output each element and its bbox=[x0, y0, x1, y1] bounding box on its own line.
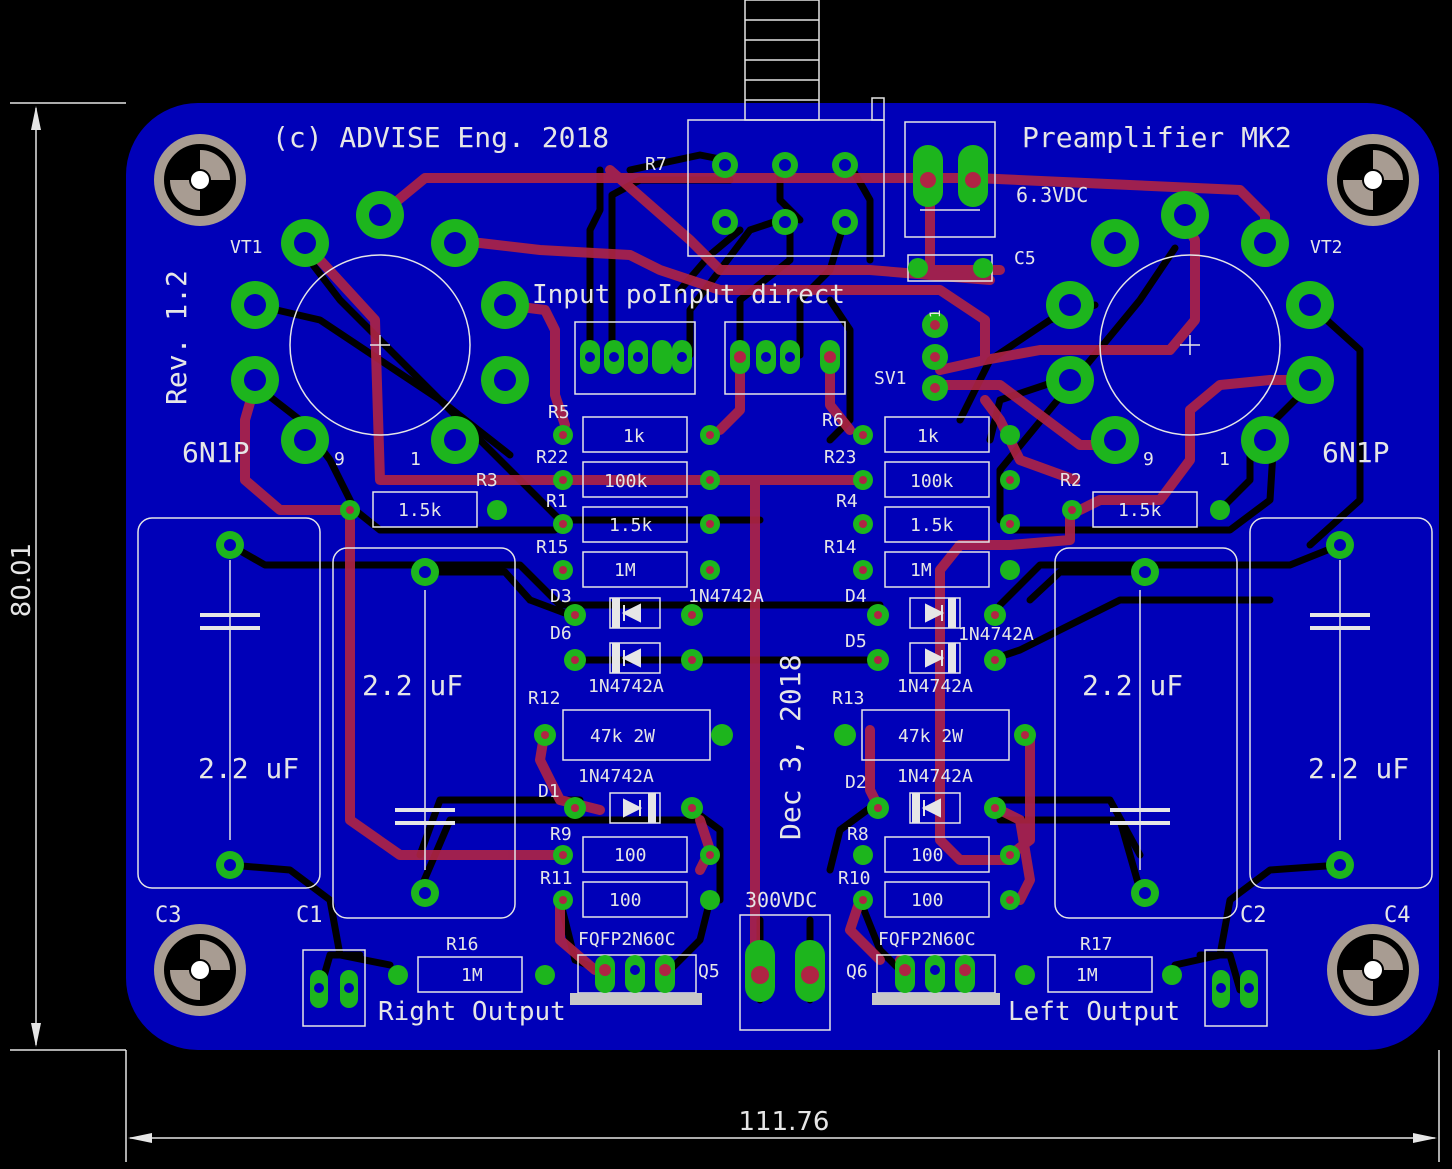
dimension-height-label: 80.01 bbox=[7, 543, 37, 617]
component-pads bbox=[216, 152, 1354, 985]
val-d6: 1N4742A bbox=[588, 676, 664, 697]
header-pads bbox=[310, 145, 1258, 1008]
sv1-pin1: 1 bbox=[928, 310, 944, 318]
ref-c2: C2 bbox=[1240, 903, 1267, 928]
transistor-tabs bbox=[570, 993, 1000, 1005]
tube-pin-9-vt1: 9 bbox=[334, 449, 345, 470]
val-r12: 47k 2W bbox=[590, 726, 655, 747]
dimension-width bbox=[125, 1050, 1440, 1162]
val-r23: 100k bbox=[910, 471, 954, 492]
board-title: Preamplifier MK2 bbox=[1022, 121, 1292, 154]
dimension-width-label: 111.76 bbox=[739, 1107, 830, 1137]
ref-d5: D5 bbox=[845, 631, 867, 652]
val-r3: 1.5k bbox=[398, 500, 442, 521]
ref-r17: R17 bbox=[1080, 934, 1113, 955]
val-c3: 2.2 uF bbox=[198, 752, 299, 785]
val-r8: 100 bbox=[911, 845, 944, 866]
tube-type-vt1: 6N1P bbox=[182, 436, 249, 469]
mount-holes bbox=[154, 134, 1419, 1016]
ref-r5: R5 bbox=[548, 402, 570, 423]
left-output-label: Left Output bbox=[1008, 997, 1180, 1027]
ref-r4: R4 bbox=[836, 491, 858, 512]
ref-d4: D4 bbox=[845, 586, 867, 607]
val-c4: 2.2 uF bbox=[1308, 752, 1409, 785]
ref-r13: R13 bbox=[832, 688, 865, 709]
val-r9: 100 bbox=[614, 845, 647, 866]
ref-r1: R1 bbox=[546, 491, 568, 512]
tube-pads bbox=[231, 191, 1334, 464]
ref-c1: C1 bbox=[296, 903, 323, 928]
val-d5: 1N4742A bbox=[897, 676, 973, 697]
val-r22: 100k bbox=[604, 471, 648, 492]
ref-d6: D6 bbox=[550, 623, 572, 644]
ref-d1: D1 bbox=[538, 781, 560, 802]
hv-supply-label: 300VDC bbox=[745, 888, 817, 912]
ref-r7: R7 bbox=[645, 154, 667, 175]
tube-ref-vt2: VT2 bbox=[1310, 237, 1343, 258]
ref-r23: R23 bbox=[824, 447, 857, 468]
type-q5: FQFP2N60C bbox=[578, 929, 676, 950]
tube-pin-9-vt2: 9 bbox=[1143, 449, 1154, 470]
tube-type-vt2: 6N1P bbox=[1322, 436, 1389, 469]
heater-supply-label: 6.3VDC bbox=[1016, 183, 1088, 207]
ref-d3: D3 bbox=[550, 586, 572, 607]
val-c1: 2.2 uF bbox=[362, 669, 463, 702]
val-r4: 1.5k bbox=[910, 515, 954, 536]
ref-r9: R9 bbox=[550, 824, 572, 845]
type-q6: FQFP2N60C bbox=[878, 929, 976, 950]
val-r6: 1k bbox=[917, 426, 939, 447]
input-select-label: Input poInput direct bbox=[532, 280, 845, 310]
ref-c4: C4 bbox=[1384, 903, 1411, 928]
revision-label: Rev. 1.2 bbox=[160, 270, 193, 405]
val-r1: 1.5k bbox=[609, 515, 653, 536]
date-label: Dec 3, 2018 bbox=[774, 655, 807, 840]
ref-q6: Q6 bbox=[846, 961, 868, 982]
ref-r11: R11 bbox=[540, 868, 573, 889]
tube-pin-1-vt1: 1 bbox=[410, 449, 421, 470]
val-r11: 100 bbox=[609, 890, 642, 911]
val-d1: 1N4742A bbox=[578, 766, 654, 787]
val-r5: 1k bbox=[623, 426, 645, 447]
copyright-label: (c) ADVISE Eng. 2018 bbox=[272, 121, 609, 154]
ref-d2: D2 bbox=[845, 772, 867, 793]
val-r16: 1M bbox=[461, 965, 483, 986]
val-r10: 100 bbox=[911, 890, 944, 911]
ref-r6: R6 bbox=[822, 410, 844, 431]
ref-r15: R15 bbox=[536, 537, 569, 558]
ref-r22: R22 bbox=[536, 447, 569, 468]
val-d2: 1N4742A bbox=[897, 766, 973, 787]
dimension-height bbox=[10, 102, 126, 1051]
ref-c5: C5 bbox=[1014, 248, 1036, 269]
val-r2: 1.5k bbox=[1118, 500, 1162, 521]
ref-r2: R2 bbox=[1060, 470, 1082, 491]
val-r15: 1M bbox=[614, 560, 636, 581]
val-r13: 47k 2W bbox=[898, 726, 963, 747]
ref-r10: R10 bbox=[838, 868, 871, 889]
ref-r12: R12 bbox=[528, 688, 561, 709]
ref-r3: R3 bbox=[476, 470, 498, 491]
right-output-label: Right Output bbox=[378, 997, 566, 1027]
silkscreen-text: (c) ADVISE Eng. 2018 Preamplifier MK2 Re… bbox=[155, 121, 1411, 1027]
tube-pin-1-vt2: 1 bbox=[1219, 449, 1230, 470]
ref-q5: Q5 bbox=[698, 961, 720, 982]
ref-r8: R8 bbox=[847, 824, 869, 845]
val-d4: 1N4742A bbox=[958, 624, 1034, 645]
diode-symbols bbox=[612, 598, 956, 823]
val-d3: 1N4742A bbox=[688, 586, 764, 607]
ref-r14: R14 bbox=[824, 537, 857, 558]
ref-sv1: SV1 bbox=[874, 368, 907, 389]
ref-r16: R16 bbox=[446, 934, 479, 955]
tube-ref-vt1: VT1 bbox=[230, 237, 263, 258]
val-r17: 1M bbox=[1076, 965, 1098, 986]
ref-c3: C3 bbox=[155, 903, 182, 928]
val-r14: 1M bbox=[910, 560, 932, 581]
val-c2: 2.2 uF bbox=[1082, 669, 1183, 702]
